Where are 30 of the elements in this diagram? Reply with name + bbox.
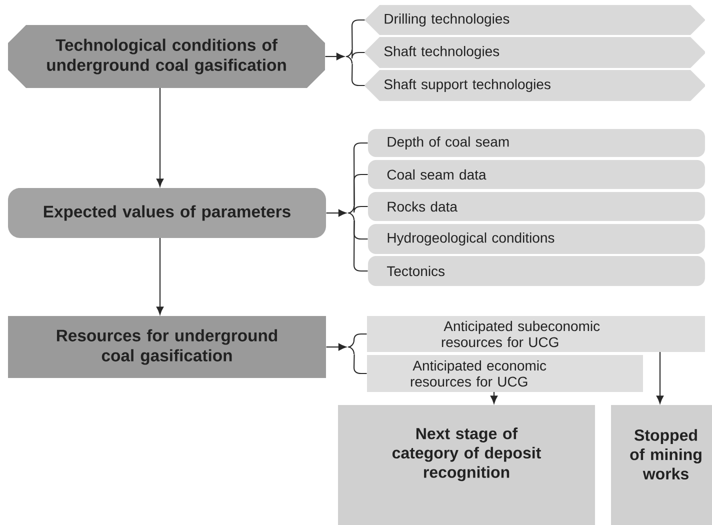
resource-box: Resources for underground coal gasification (8, 316, 326, 378)
arrow (326, 209, 346, 217)
curly-brace (347, 206, 355, 220)
condition-box: Technological conditions of underground coal gasification (8, 25, 325, 88)
item-box: Drilling technologies (365, 5, 705, 35)
item-box: Tectonics (368, 256, 705, 286)
curly-brace (345, 49, 353, 64)
item-box: Anticipated economic resources for UCG (367, 355, 643, 392)
item-box: Shaft support technologies (365, 70, 705, 101)
item-box: Coal seam data (368, 160, 705, 189)
arrow (656, 352, 664, 404)
outcome-box: Stopped of mining works (611, 405, 712, 525)
arrow (326, 343, 346, 351)
item-box: Hydrogeological conditions (368, 224, 705, 254)
arrow (490, 392, 498, 404)
outcome-box: Next stage of category of deposit recognition (338, 405, 595, 525)
parameter-box: Expected values of parameters (8, 188, 326, 238)
item-box: Anticipated subeconomic resources for UCG (367, 316, 705, 352)
curly-brace (347, 340, 355, 354)
brace-arm (353, 333, 367, 341)
brace-arm (353, 220, 368, 272)
item-box: Rocks data (368, 192, 705, 221)
brace-arm (351, 49, 365, 60)
brace-arm (353, 174, 368, 206)
item-box: Shaft technologies (365, 37, 705, 68)
item-box: Depth of coal seam (368, 129, 705, 157)
arrow (156, 88, 164, 187)
arrow (325, 52, 344, 60)
brace-arm (353, 206, 368, 214)
arrow (156, 238, 164, 315)
